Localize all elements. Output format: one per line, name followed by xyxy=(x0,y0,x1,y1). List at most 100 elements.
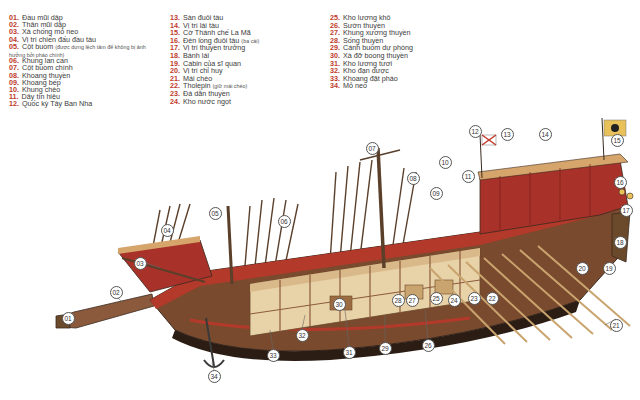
leader-lines xyxy=(118,298,122,302)
flags xyxy=(611,124,619,132)
callout-text: 06 xyxy=(280,218,287,225)
callout-text: 33 xyxy=(269,352,276,359)
flags xyxy=(482,135,496,145)
item-number: 12. xyxy=(9,99,19,108)
stern-castle xyxy=(530,172,531,225)
callout-number: 27 xyxy=(406,294,419,307)
leader-lines xyxy=(74,263,616,370)
callout-text: 13 xyxy=(503,131,510,138)
callout-text: 31 xyxy=(345,349,352,356)
lower-oars xyxy=(484,258,572,338)
callout-number: 04 xyxy=(161,224,174,237)
lower-oars xyxy=(538,246,630,326)
leader-lines xyxy=(425,310,428,339)
callout-text: 09 xyxy=(432,190,439,197)
anchor xyxy=(204,318,224,367)
ram xyxy=(56,294,154,328)
raised-oars xyxy=(360,160,372,257)
legend-line: 17.Vị trí thuyền trưởng xyxy=(170,44,322,52)
legend-line: 15.Cờ Thánh chế La Mã xyxy=(170,29,322,37)
callout-text: 19 xyxy=(605,265,612,272)
flags xyxy=(482,135,496,145)
raised-oars xyxy=(350,162,360,258)
item-note: (giữ mái chèo) xyxy=(213,83,248,89)
lower-oars xyxy=(520,250,612,330)
callout-text: 34 xyxy=(210,373,217,380)
callout-number: 26 xyxy=(422,339,435,352)
callout-text: 32 xyxy=(298,332,305,339)
legend-line: 27.Khung xương thuyền xyxy=(330,29,482,37)
callout-text: 07 xyxy=(368,145,375,152)
legend-line: 29.Cánh buồm dự phòng xyxy=(330,44,482,52)
raised-oars xyxy=(330,172,336,262)
callout-number: 06 xyxy=(278,215,291,228)
item-name: Kho nước ngọt xyxy=(183,97,231,106)
callout-text: 25 xyxy=(432,295,439,302)
callout-number: 25 xyxy=(430,292,443,305)
callout-text: 08 xyxy=(409,175,416,182)
cutaway-interior xyxy=(250,248,480,336)
lower-oars xyxy=(430,268,505,344)
masts xyxy=(228,206,232,284)
callout-number: 28 xyxy=(392,294,405,307)
callout-text: 21 xyxy=(612,322,619,329)
ram xyxy=(58,294,154,328)
anchor xyxy=(206,318,214,366)
anchor xyxy=(204,360,224,367)
legend-line: 13.Sàn đuôi tàu xyxy=(170,14,322,22)
callout-text: 28 xyxy=(394,297,401,304)
callout-number: 21 xyxy=(610,319,623,332)
callout-number: 13 xyxy=(501,128,514,141)
cutaway-interior xyxy=(250,248,480,336)
masts xyxy=(378,148,384,268)
cutaway-interior xyxy=(309,275,310,327)
legend-line: 25.Kho lương khô xyxy=(330,14,482,22)
stern-castle xyxy=(478,154,628,180)
flags xyxy=(480,118,626,178)
legend-line: 30.Xà đỡ boong thuyền xyxy=(330,52,482,60)
raised-oars xyxy=(392,168,404,252)
masts xyxy=(228,148,400,284)
item-number: 34. xyxy=(330,81,340,90)
callout-number: 33 xyxy=(267,349,280,362)
legend-line: 20.Vị trí chỉ huy xyxy=(170,67,322,75)
callout-text: 24 xyxy=(450,297,457,304)
callout-number: 12 xyxy=(469,125,482,138)
callout-number: 02 xyxy=(110,286,123,299)
callout-number: 03 xyxy=(134,257,147,270)
cutaway-interior xyxy=(330,296,352,310)
legend-line: 23.Đá dằn thuyền xyxy=(170,90,322,98)
item-number: 05. xyxy=(9,42,19,51)
legend-line: 34.Mỏ neo xyxy=(330,82,482,90)
callout-number: 19 xyxy=(603,262,616,275)
flags xyxy=(602,118,604,160)
callout-number: 30 xyxy=(333,298,346,311)
callout-text: 23 xyxy=(470,295,477,302)
flags xyxy=(480,134,482,178)
callout-text: 22 xyxy=(488,295,495,302)
callout-text: 30 xyxy=(335,301,342,308)
callout-number: 16 xyxy=(614,176,627,189)
legend-line: 21.Mái chèo xyxy=(170,75,322,83)
leader-lines xyxy=(270,330,273,349)
callout-text: 05 xyxy=(211,210,218,217)
callout-number: 17 xyxy=(620,204,633,217)
bow-platform xyxy=(118,236,200,254)
item-name: Mỏ neo xyxy=(343,81,367,90)
callout-number: 05 xyxy=(209,207,222,220)
legend-line: 18.Bánh lái xyxy=(170,52,322,60)
callout-text: 12 xyxy=(471,128,478,135)
legend-line: 14.Vị trí lái tàu xyxy=(170,22,322,30)
legend-line: 26.Sườn thuyền xyxy=(330,22,482,30)
callout-number: 14 xyxy=(539,128,552,141)
item-name: Cột buồm xyxy=(22,42,53,51)
legend-line: 24.Kho nước ngọt xyxy=(170,98,322,106)
callout-text: 18 xyxy=(616,239,623,246)
stern-castle xyxy=(500,176,501,230)
callout-text: 01 xyxy=(64,315,71,322)
hull xyxy=(150,202,628,361)
item-number: 24. xyxy=(170,97,180,106)
lower-oars xyxy=(430,246,630,344)
callout-number: 20 xyxy=(576,262,589,275)
lower-oars xyxy=(448,265,527,342)
